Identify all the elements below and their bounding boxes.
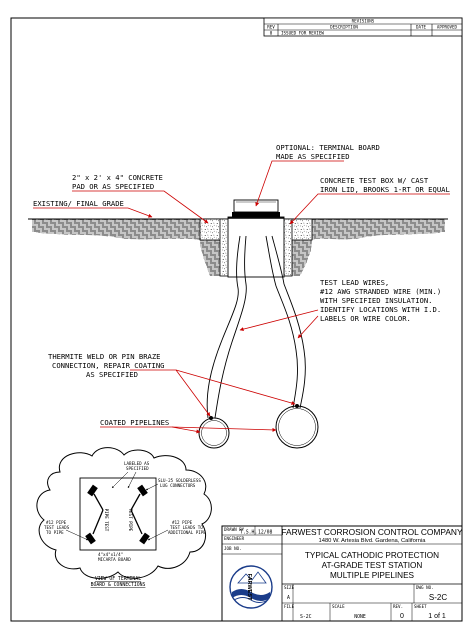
svg-text:JOB NO.: JOB NO. bbox=[224, 546, 242, 551]
lug-connectors bbox=[85, 484, 150, 545]
test-lead-wires bbox=[206, 235, 306, 419]
svg-text:PAD OR AS SPECIFIED: PAD OR AS SPECIFIED bbox=[72, 182, 154, 191]
svg-text:ENGINEER: ENGINEER bbox=[224, 536, 245, 541]
svg-text:TEST LEADS: TEST LEADS bbox=[44, 525, 70, 530]
svg-text:SLU-25 SOLDERLESS: SLU-25 SOLDERLESS bbox=[158, 478, 201, 483]
soil-section bbox=[28, 218, 448, 276]
drawing-title-2: AT-GRADE TEST STATION bbox=[322, 561, 423, 570]
company-address: 1480 W. Artesia Blvd. Gardena, Californi… bbox=[319, 538, 427, 544]
svg-text:#12 AWG STRANDED WIRE (MIN.): #12 AWG STRANDED WIRE (MIN.) bbox=[320, 287, 441, 296]
drawing-title-3: MULTIPLE PIPELINES bbox=[330, 571, 415, 580]
company-logo: FARWEST bbox=[229, 565, 273, 609]
callout-test-lead-wires: TEST LEAD WIRES, #12 AWG STRANDED WIRE (… bbox=[239, 278, 441, 339]
date-header: DATE bbox=[416, 25, 427, 30]
detail-view-title: VIEW OF TERMINAL bbox=[95, 576, 141, 582]
revision-row-rev: 0 bbox=[270, 31, 273, 36]
svg-text:SHEET: SHEET bbox=[414, 604, 427, 609]
pipeline-right bbox=[275, 405, 319, 449]
revision-block: REVISIONS REV DESCRIPTION DATE APPROVED … bbox=[263, 17, 463, 37]
test-pipe-label: TEST PIPE bbox=[128, 509, 133, 532]
svg-text:SCALE: SCALE bbox=[332, 604, 345, 609]
revision-row-description: ISSUED FOR REVIEW bbox=[281, 31, 324, 36]
rev-value: 0 bbox=[400, 613, 404, 620]
company-name: FARWEST CORROSION CONTROL COMPANY bbox=[281, 527, 463, 537]
svg-text:OPTIONAL: TERMINAL BOARD: OPTIONAL: TERMINAL BOARD bbox=[276, 143, 380, 152]
svg-text:REV.: REV. bbox=[393, 604, 403, 609]
drawing-title-1: TYPICAL CATHODIC PROTECTION bbox=[305, 551, 439, 560]
svg-text:IRON LID, BROOKS 1-RT OR EQUAL: IRON LID, BROOKS 1-RT OR EQUAL bbox=[320, 185, 450, 194]
svg-text:WITH SPECIFIED INSULATION.: WITH SPECIFIED INSULATION. bbox=[320, 296, 433, 305]
callout-terminal-board: OPTIONAL: TERMINAL BOARD MADE AS SPECIFI… bbox=[255, 143, 380, 207]
svg-text:SPECIFIED: SPECIFIED bbox=[126, 466, 149, 471]
svg-text:LUG CONNECTORS: LUG CONNECTORS bbox=[160, 483, 196, 488]
sheet-value: 1 of 1 bbox=[428, 613, 446, 620]
svg-text:TEST LEADS TO: TEST LEADS TO bbox=[170, 525, 203, 530]
svg-text:COATED PIPELINES: COATED PIPELINES bbox=[100, 418, 169, 427]
callout-concrete-pad: 2" x 2' x 4" CONCRETE PAD OR AS SPECIFIE… bbox=[72, 173, 209, 224]
callout-thermite-weld: THERMITE WELD OR PIN BRAZE CONNECTION, R… bbox=[48, 352, 296, 417]
svg-text:#12 PIPE: #12 PIPE bbox=[172, 520, 193, 525]
svg-text:BOARD & CONNECTIONS: BOARD & CONNECTIONS bbox=[91, 582, 146, 588]
description-header: DESCRIPTION bbox=[330, 25, 358, 30]
approved-header: APPROVED bbox=[437, 25, 458, 30]
svg-text:#12 PIPE: #12 PIPE bbox=[46, 520, 67, 525]
callout-test-box: CONCRETE TEST BOX W/ CAST IRON LID, BROO… bbox=[289, 176, 450, 225]
dwg-no-value: S-2C bbox=[429, 593, 447, 602]
svg-text:4"x4"x1/4": 4"x4"x1/4" bbox=[98, 552, 123, 557]
svg-text:FILE: FILE bbox=[284, 604, 295, 609]
svg-text:CONNECTION, REPAIR COATING: CONNECTION, REPAIR COATING bbox=[52, 361, 165, 370]
callout-grade: EXISTING/ FINAL GRADE bbox=[33, 199, 153, 218]
svg-text:LABELS OR WIRE COLOR.: LABELS OR WIRE COLOR. bbox=[320, 314, 411, 323]
callout-coated-pipelines: COATED PIPELINES bbox=[100, 418, 277, 434]
svg-text:LABELED AS: LABELED AS bbox=[124, 461, 150, 466]
svg-text:TEST LEAD WIRES,: TEST LEAD WIRES, bbox=[320, 278, 389, 287]
file-value: S-2C bbox=[300, 614, 312, 620]
drawn-date: 12/08 bbox=[258, 530, 273, 536]
svg-text:THERMITE WELD OR PIN BRAZE: THERMITE WELD OR PIN BRAZE bbox=[48, 352, 161, 361]
logo-text: FARWEST bbox=[246, 574, 252, 601]
svg-text:CONCRETE TEST BOX W/ CAST: CONCRETE TEST BOX W/ CAST bbox=[320, 176, 429, 185]
svg-text:DRAWN BY: DRAWN BY bbox=[224, 527, 245, 532]
revisions-title: REVISIONS bbox=[352, 19, 375, 24]
svg-text:SIZE: SIZE bbox=[284, 585, 295, 590]
svg-text:EXISTING/ FINAL GRADE: EXISTING/ FINAL GRADE bbox=[33, 199, 124, 208]
pipeline-left bbox=[198, 417, 230, 449]
svg-text:MICARTA BOARD: MICARTA BOARD bbox=[98, 557, 131, 562]
pipelines bbox=[198, 404, 319, 449]
pipe-test-label: PIPE TEST bbox=[104, 509, 109, 532]
svg-text:AS SPECIFIED: AS SPECIFIED bbox=[86, 370, 138, 379]
title-block: DRAWN BY T.S.H. 12/08 ENGINEER JOB NO. F… bbox=[221, 525, 463, 622]
svg-text:IDENTIFY LOCATIONS WITH I.D.: IDENTIFY LOCATIONS WITH I.D. bbox=[320, 305, 441, 314]
rev-header: REV bbox=[267, 25, 275, 30]
svg-text:ADDITIONAL PIPE: ADDITIONAL PIPE bbox=[168, 530, 206, 535]
scale-value: NONE bbox=[354, 614, 366, 620]
svg-text:TO PIPE: TO PIPE bbox=[46, 530, 64, 535]
svg-text:MADE AS SPECIFIED: MADE AS SPECIFIED bbox=[276, 152, 350, 161]
svg-text:2" x 2' x 4" CONCRETE: 2" x 2' x 4" CONCRETE bbox=[72, 173, 163, 182]
size-value: A bbox=[287, 595, 290, 601]
cast-iron-lid bbox=[232, 212, 280, 217]
svg-text:DWG NO.: DWG NO. bbox=[416, 585, 434, 590]
terminal-board-detail: PIPE TEST TEST PIPE LABELED AS SPECIFIED… bbox=[36, 447, 212, 588]
drawn-by: T.S.H. bbox=[240, 530, 257, 536]
